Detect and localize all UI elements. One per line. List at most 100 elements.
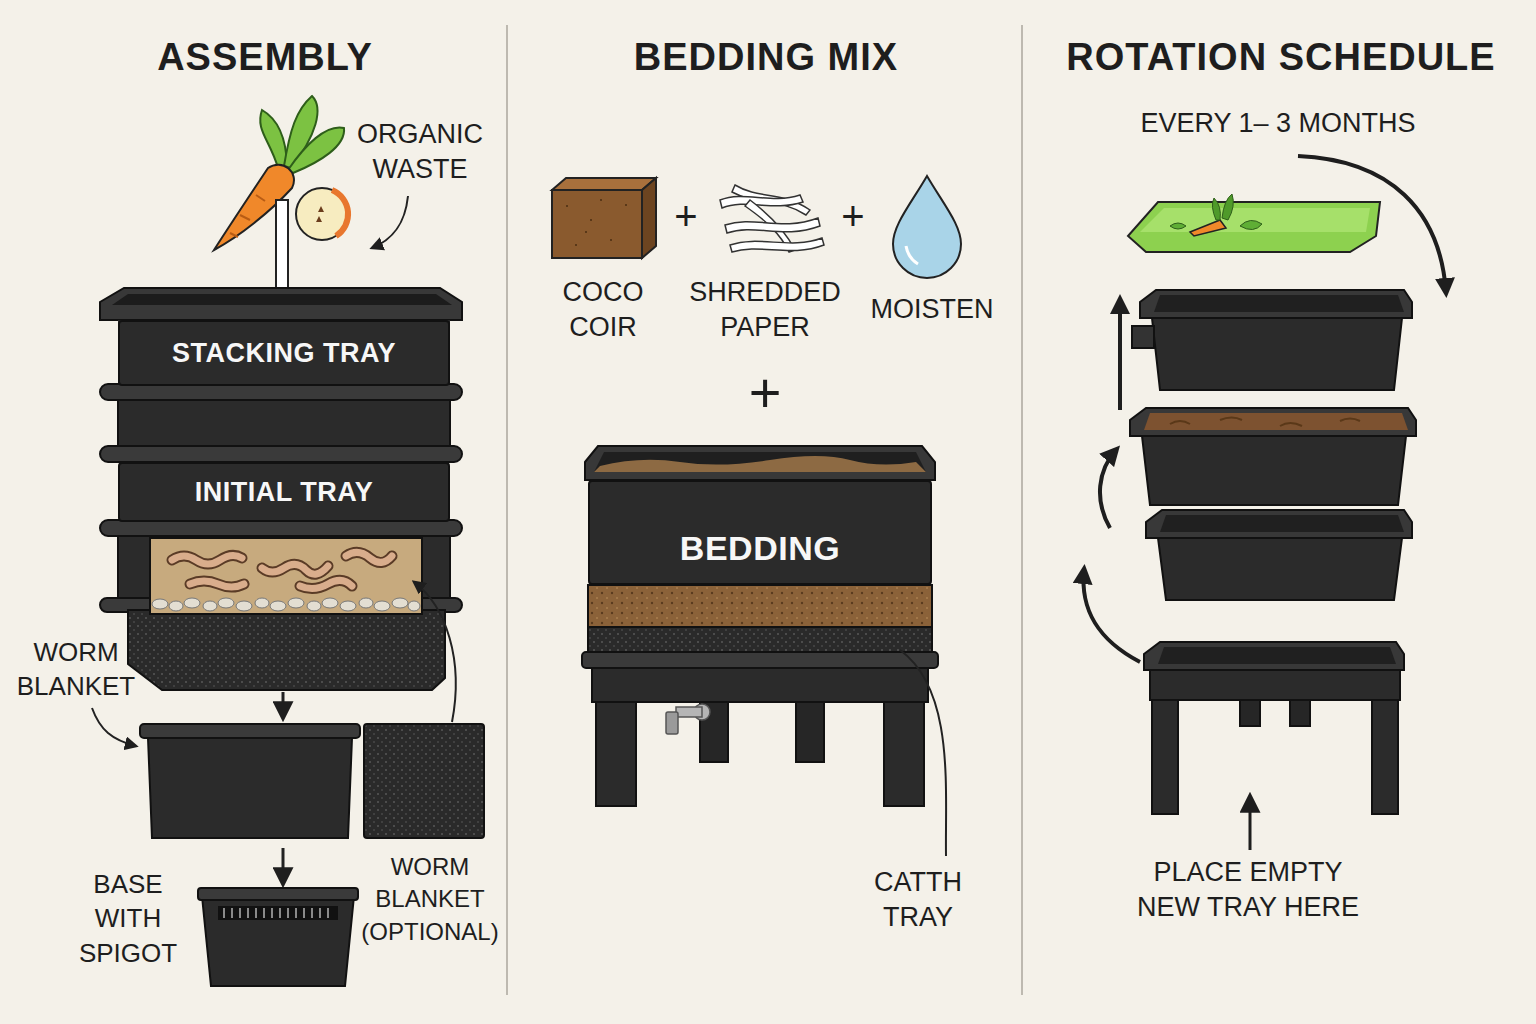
tray-opening [112,294,452,305]
instruction-label: PLACE EMPTY NEW TRAY HERE [1131,855,1366,925]
box-label: STACKING TRAY [172,337,396,369]
catch-tray [592,668,928,702]
food-scrap [1170,220,1262,229]
base-body [128,610,445,690]
tray-body [1158,538,1402,600]
worm-outline [300,580,352,588]
compost-texture [1170,418,1360,427]
bin-rim [585,446,935,480]
grate [218,906,338,920]
pebble [255,598,269,608]
water-drop [893,176,961,278]
paper-strip [725,218,820,233]
tray-handle [1132,326,1154,348]
leader-line [900,650,946,856]
cycle-arrow [1100,450,1116,528]
part-label: WORM BLANKET (OPTIONAL) [355,851,505,948]
coir-speckle [566,200,627,245]
pebble [270,601,286,611]
worm-blanket [364,724,484,838]
panel-divider [506,25,508,995]
tray-body [1152,318,1402,390]
part-label: BASE WITH SPIGOT [69,867,187,970]
tray-body [118,400,450,448]
bedding-window [150,538,422,614]
tray-lip [100,520,462,536]
bin-leg [596,702,924,806]
bin-body [588,627,932,655]
assembly-arrow [282,848,285,884]
pebble [203,601,217,611]
tray-lip [198,888,358,900]
leader-arrow [372,196,408,248]
pebble [184,598,200,608]
pebble [392,598,408,608]
leader-arrow [92,708,136,746]
drop-highlight [906,246,918,264]
tray-body [1142,436,1406,505]
callout-label: WORM BLANKET [10,636,142,704]
interval-label: EVERY 1– 3 MONTHS [1113,106,1443,141]
pebble [408,601,420,611]
ingredient-label: COCO COIR [548,275,658,345]
bin-box: BEDDING [588,480,932,585]
tray-body [118,320,450,386]
carrot-leaf [288,128,344,173]
leader-arrow [414,582,456,722]
spigot [666,712,678,734]
tray-rim [1146,510,1412,538]
pebble [307,601,321,611]
worm [300,580,352,588]
ingredient-label: SHREDDED PAPER [678,275,853,345]
catch-tray-lip [582,652,938,668]
plus-sign: + [735,357,795,430]
tray-rim [1130,408,1416,436]
ingredient-label: MOISTEN [857,292,1007,327]
part-label: CATTH TRAY [856,865,981,935]
placement-arrow [1249,796,1252,850]
pebble [359,598,373,608]
food-scrap [1190,220,1226,236]
apple-seed [316,206,324,222]
box-label: INITIAL TRAY [195,476,374,508]
pebble [236,601,252,611]
pebble [322,598,338,608]
tray-opening [1154,295,1404,312]
worm [262,564,328,574]
tray-rim [100,288,462,320]
box-label: BEDDING [680,528,840,569]
bedding-surface [594,456,926,472]
worm-outline [190,581,244,587]
bin-leg [700,702,824,762]
assembly-arrow [282,692,285,718]
coir-block [552,178,656,190]
spigot [676,707,702,717]
tray-rim [1144,642,1404,670]
compost [1144,413,1408,430]
panel-heading: ASSEMBLY [25,33,505,82]
tray-lip [100,446,462,462]
worm [346,552,392,562]
lid-top [1140,208,1370,232]
panel-divider [1021,25,1023,995]
panel-heading: BEDDING MIX [526,33,1006,82]
pebble [169,601,183,611]
pebble [152,599,168,609]
plus-sign: + [833,190,873,242]
panel-heading: ROTATION SCHEDULE [1031,33,1531,82]
worm-outline [172,555,242,564]
paper-strip [730,238,824,252]
stand-body [1150,670,1400,700]
paper-strip [720,195,803,208]
stand-leg [1152,700,1398,814]
pebble [288,598,304,608]
worm-outline [262,564,328,574]
lid [1128,202,1380,252]
pebble [374,601,390,611]
carrot-leaf [260,110,287,168]
grate-slots [224,908,328,918]
tray-opening [1160,515,1404,532]
tray-lip [100,384,462,400]
